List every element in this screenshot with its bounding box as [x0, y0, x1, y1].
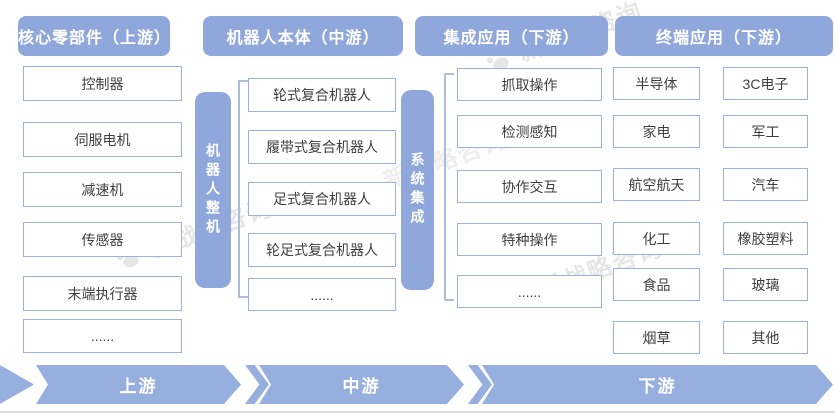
item-box-legged-robot: 足式复合机器人: [248, 182, 396, 216]
item-box-3c-electronics: 3C电子: [723, 67, 808, 100]
item-box-collaboration: 协作交互: [457, 170, 602, 203]
item-box-automobile: 汽车: [723, 168, 808, 201]
item-box-special-operation: 特种操作: [457, 223, 602, 256]
chevron-separator-icon: [0, 365, 34, 404]
item-box-chemical: 化工: [613, 222, 700, 255]
bracket: [444, 73, 454, 301]
item-box-end-effector: 末端执行器: [23, 276, 182, 311]
item-box-wheel-legged-robot: 轮足式复合机器人: [248, 233, 396, 267]
item-box-grasp-operation: 抓取操作: [457, 68, 602, 101]
item-box-ellipsis: ......: [248, 278, 396, 311]
item-box-rubber-plastic: 橡胶塑料: [723, 222, 808, 255]
item-box-tobacco: 烟草: [613, 321, 700, 354]
item-box-home-appliance: 家电: [613, 115, 700, 148]
item-box-wheeled-robot: 轮式复合机器人: [248, 78, 396, 112]
bottom-divider: [0, 411, 835, 413]
item-box-detection-sensing: 检测感知: [457, 115, 602, 148]
flow-arrow-upstream: 上游: [36, 365, 241, 404]
item-box-glass: 玻璃: [723, 268, 808, 301]
header-core-components: 核心零部件（上游）: [18, 16, 170, 56]
header-terminal-apps: 终端应用（下游）: [615, 16, 833, 56]
header-robot-body: 机器人本体（中游）: [203, 16, 403, 56]
item-box-tracked-robot: 履带式复合机器人: [248, 130, 396, 164]
header-integration-apps: 集成应用（下游）: [415, 16, 608, 56]
item-box-controller: 控制器: [23, 66, 182, 101]
flow-arrow-midstream: 中游: [259, 365, 464, 404]
flow-arrow-downstream: 下游: [482, 365, 833, 404]
item-box-reducer: 减速机: [23, 172, 182, 207]
item-box-ellipsis: ......: [23, 319, 182, 353]
item-box-other: 其他: [723, 321, 808, 354]
item-box-servo-motor: 伺服电机: [23, 122, 182, 157]
bracket: [238, 80, 248, 298]
side-label-robot-complete-machine: 机器人整机: [195, 92, 231, 288]
side-label-system-integration: 系统集成: [401, 90, 434, 290]
item-box-ellipsis: ......: [457, 275, 602, 308]
item-box-food: 食品: [613, 268, 700, 301]
item-box-aerospace: 航空航天: [613, 168, 700, 201]
item-box-semiconductor: 半导体: [613, 67, 700, 100]
item-box-military: 军工: [723, 115, 808, 148]
item-box-sensor: 传感器: [23, 222, 182, 257]
